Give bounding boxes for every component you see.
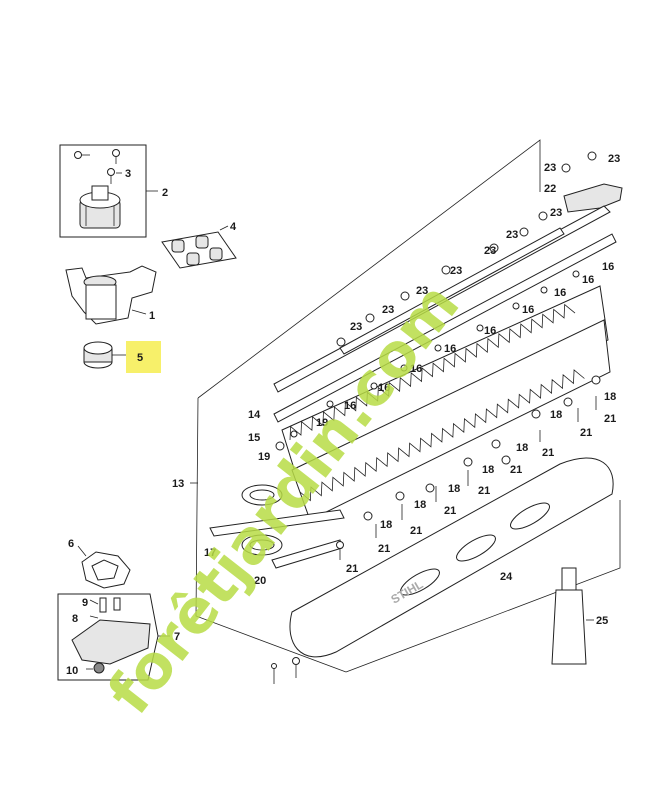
- callout-18: 18: [550, 409, 562, 421]
- blade-tip-part-22: [563, 183, 623, 213]
- gear-assembly-icon: [79, 185, 121, 229]
- callout-18: 18: [414, 499, 426, 511]
- callout-24: 24: [500, 571, 513, 583]
- callout-17: 17: [204, 547, 216, 559]
- part-2-box: [59, 144, 158, 238]
- callout-2: 2: [162, 187, 168, 199]
- callout-21: 21: [604, 413, 616, 425]
- callout-18: 18: [516, 442, 528, 454]
- callout-9: 9: [82, 597, 88, 609]
- callout-21: 21: [410, 525, 422, 537]
- callout-16: 16: [484, 325, 496, 337]
- callout-13: 13: [172, 478, 184, 490]
- callout-3: 3: [125, 168, 131, 180]
- callout-16: 16: [582, 274, 594, 286]
- callout-21: 21: [346, 563, 358, 575]
- callout-18: 18: [448, 483, 460, 495]
- callout-23: 23: [544, 162, 556, 174]
- callout-16: 16: [522, 304, 534, 316]
- callout-16: 16: [444, 343, 456, 355]
- callout-23: 23: [484, 245, 496, 257]
- gasket-part-6: [77, 545, 131, 589]
- callout-labels: 2 3 4 1 5 6 7 8 9 10 13 14 15 17 20 22 2…: [66, 153, 620, 677]
- part-4-box: [161, 225, 237, 269]
- callout-19: 19: [258, 451, 270, 463]
- drive-bars: [273, 205, 617, 423]
- main-assembly-frame: [190, 139, 621, 673]
- callout-21: 21: [542, 447, 554, 459]
- callout-15: 15: [248, 432, 260, 444]
- callout-25: 25: [596, 615, 608, 627]
- part-7-box: [57, 593, 170, 681]
- callout-22: 22: [544, 183, 556, 195]
- callout-18: 18: [604, 391, 616, 403]
- part-5: [83, 341, 126, 369]
- screw-icon: [74, 149, 122, 184]
- callout-5: 5: [137, 352, 143, 364]
- callout-16: 16: [602, 261, 614, 273]
- callout-16: 16: [378, 382, 390, 394]
- housing-part-1: [65, 265, 157, 325]
- part-5-highlight: [126, 341, 161, 373]
- callout-23: 23: [416, 285, 428, 297]
- callout-16: 16: [344, 400, 356, 412]
- callout-23: 23: [450, 265, 462, 277]
- cutter-blades: [209, 285, 611, 569]
- grease-tube-part-25: [551, 567, 594, 665]
- callout-21: 21: [478, 485, 490, 497]
- callout-16: 16: [554, 287, 566, 299]
- nuts-and-bolts: [275, 151, 601, 538]
- callout-23: 23: [608, 153, 620, 165]
- callout-18: 18: [482, 464, 494, 476]
- callout-7: 7: [174, 631, 180, 643]
- callout-21: 21: [378, 543, 390, 555]
- callout-10: 10: [66, 665, 78, 677]
- callout-18: 18: [380, 519, 392, 531]
- callout-23: 23: [350, 321, 362, 333]
- callout-21: 21: [580, 427, 592, 439]
- loose-screws: [271, 541, 344, 684]
- callout-14: 14: [248, 409, 261, 421]
- callout-4: 4: [230, 221, 237, 233]
- callout-21: 21: [444, 505, 456, 517]
- callout-21: 21: [510, 464, 522, 476]
- callout-8: 8: [72, 613, 78, 625]
- callout-23: 23: [506, 229, 518, 241]
- callout-6: 6: [68, 538, 74, 550]
- callout-16: 16: [410, 363, 422, 375]
- callout-23: 23: [382, 304, 394, 316]
- blade-guard-part-24: STIHL: [289, 457, 614, 658]
- callout-1: 1: [149, 310, 155, 322]
- callout-19: 19: [316, 417, 328, 429]
- callout-23: 23: [550, 207, 562, 219]
- callout-20: 20: [254, 575, 266, 587]
